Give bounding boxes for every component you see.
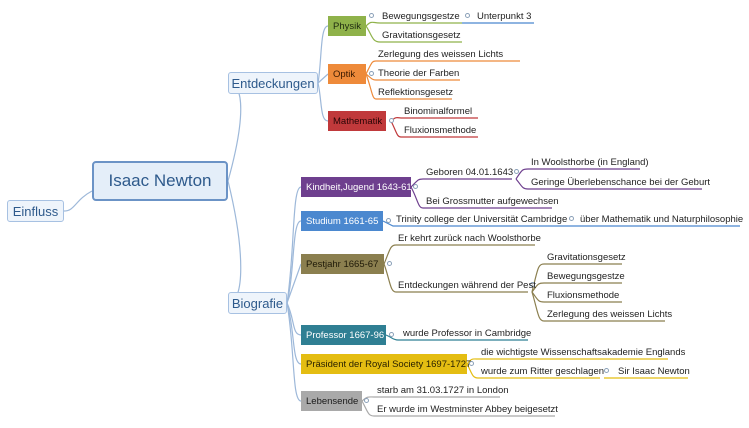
leaf-optik-reflektion[interactable]: Reflektionsgesetz xyxy=(378,87,453,98)
collapse-dot[interactable] xyxy=(389,118,394,123)
leaf-physik-bewegung[interactable]: Bewegungsgestze xyxy=(382,11,460,22)
collapse-dot[interactable] xyxy=(369,71,374,76)
topic-einfluss[interactable]: Einfluss xyxy=(7,200,64,222)
leaf-kindheit-woolsthorbe[interactable]: In Woolsthorbe (in England) xyxy=(531,157,649,168)
leaf-lebensende-westminster[interactable]: Er wurde im Westminster Abbey beigesetzt xyxy=(377,404,558,415)
category-optik[interactable]: Optik xyxy=(328,64,366,84)
collapse-dot[interactable] xyxy=(569,216,574,221)
topic-entdeckungen[interactable]: Entdeckungen xyxy=(228,72,318,94)
collapse-dot[interactable] xyxy=(413,184,418,189)
leaf-kindheit-geburt[interactable]: Geringe Überlebenschance bei der Geburt xyxy=(531,177,711,188)
category-lebensende[interactable]: Lebensende xyxy=(301,391,362,411)
leaf-professor-cambridge[interactable]: wurde Professor in Cambridge xyxy=(403,328,532,339)
collapse-dot[interactable] xyxy=(364,398,369,403)
collapse-dot[interactable] xyxy=(530,282,535,287)
leaf-pest-entdeckungen[interactable]: Entdeckungen während der Pest xyxy=(398,280,536,291)
collapse-dot[interactable] xyxy=(389,332,394,337)
category-praesident[interactable]: Präsident der Royal Society 1697-1727 xyxy=(301,354,471,374)
leaf-kindheit-geboren[interactable]: Geboren 04.01.1643 xyxy=(426,167,514,178)
category-kindheit[interactable]: Kindheit,Jugend 1643-61 xyxy=(301,177,412,197)
category-mathematik[interactable]: Mathematik xyxy=(328,111,386,131)
leaf-pest-gravitation[interactable]: Gravitationsgesetz xyxy=(547,252,626,263)
central-topic[interactable]: Isaac Newton xyxy=(92,161,228,201)
leaf-kindheit-grossmutter[interactable]: Bei Grossmutter aufgewechsen xyxy=(426,196,559,207)
leaf-pest-zurueck[interactable]: Er kehrt zurück nach Woolsthorbe xyxy=(398,233,541,244)
leaf-optik-farben[interactable]: Theorie der Farben xyxy=(378,68,460,79)
leaf-physik-gravitation[interactable]: Gravitationsgesetz xyxy=(382,30,461,41)
leaf-praesident-sir[interactable]: Sir Isaac Newton xyxy=(618,366,690,377)
leaf-pest-bewegung[interactable]: Bewegungsgestze xyxy=(547,271,625,282)
collapse-dot[interactable] xyxy=(465,13,470,18)
leaf-pest-fluxion[interactable]: Fluxionsmethode xyxy=(547,290,620,301)
collapse-dot[interactable] xyxy=(369,13,374,18)
leaf-mathe-fluxion[interactable]: Fluxionsmethode xyxy=(404,125,477,136)
leaf-praesident-ritter[interactable]: wurde zum Ritter geschlagen xyxy=(481,366,605,377)
collapse-dot[interactable] xyxy=(387,261,392,266)
leaf-studium-mathematik[interactable]: über Mathematik und Naturphilosophie xyxy=(580,214,744,225)
category-professor[interactable]: Professor 1667-96 xyxy=(301,325,386,345)
collapse-dot[interactable] xyxy=(469,361,474,366)
leaf-mathe-binominal[interactable]: Binominalformel xyxy=(404,106,473,117)
leaf-optik-zerlegung[interactable]: Zerlegung des weissen Lichts xyxy=(378,49,504,60)
collapse-dot[interactable] xyxy=(604,368,609,373)
leaf-physik-unterpunkt[interactable]: Unterpunkt 3 xyxy=(477,11,532,22)
collapse-dot[interactable] xyxy=(386,218,391,223)
category-physik[interactable]: Physik xyxy=(328,16,366,36)
topic-biografie[interactable]: Biografie xyxy=(228,292,287,314)
collapse-dot[interactable] xyxy=(514,169,519,174)
leaf-pest-zerlegung[interactable]: Zerlegung des weissen Lichts xyxy=(547,309,673,320)
leaf-lebensende-starb[interactable]: starb am 31.03.1727 in London xyxy=(377,385,509,396)
category-studium[interactable]: Studium 1661-65 xyxy=(301,211,383,231)
leaf-praesident-akademie[interactable]: die wichtigste Wissenschaftsakademie Eng… xyxy=(481,347,686,358)
leaf-studium-trinity[interactable]: Trinity college der Universität Cambridg… xyxy=(396,214,568,225)
category-pestjahr[interactable]: Pestjahr 1665-67 xyxy=(301,254,384,274)
